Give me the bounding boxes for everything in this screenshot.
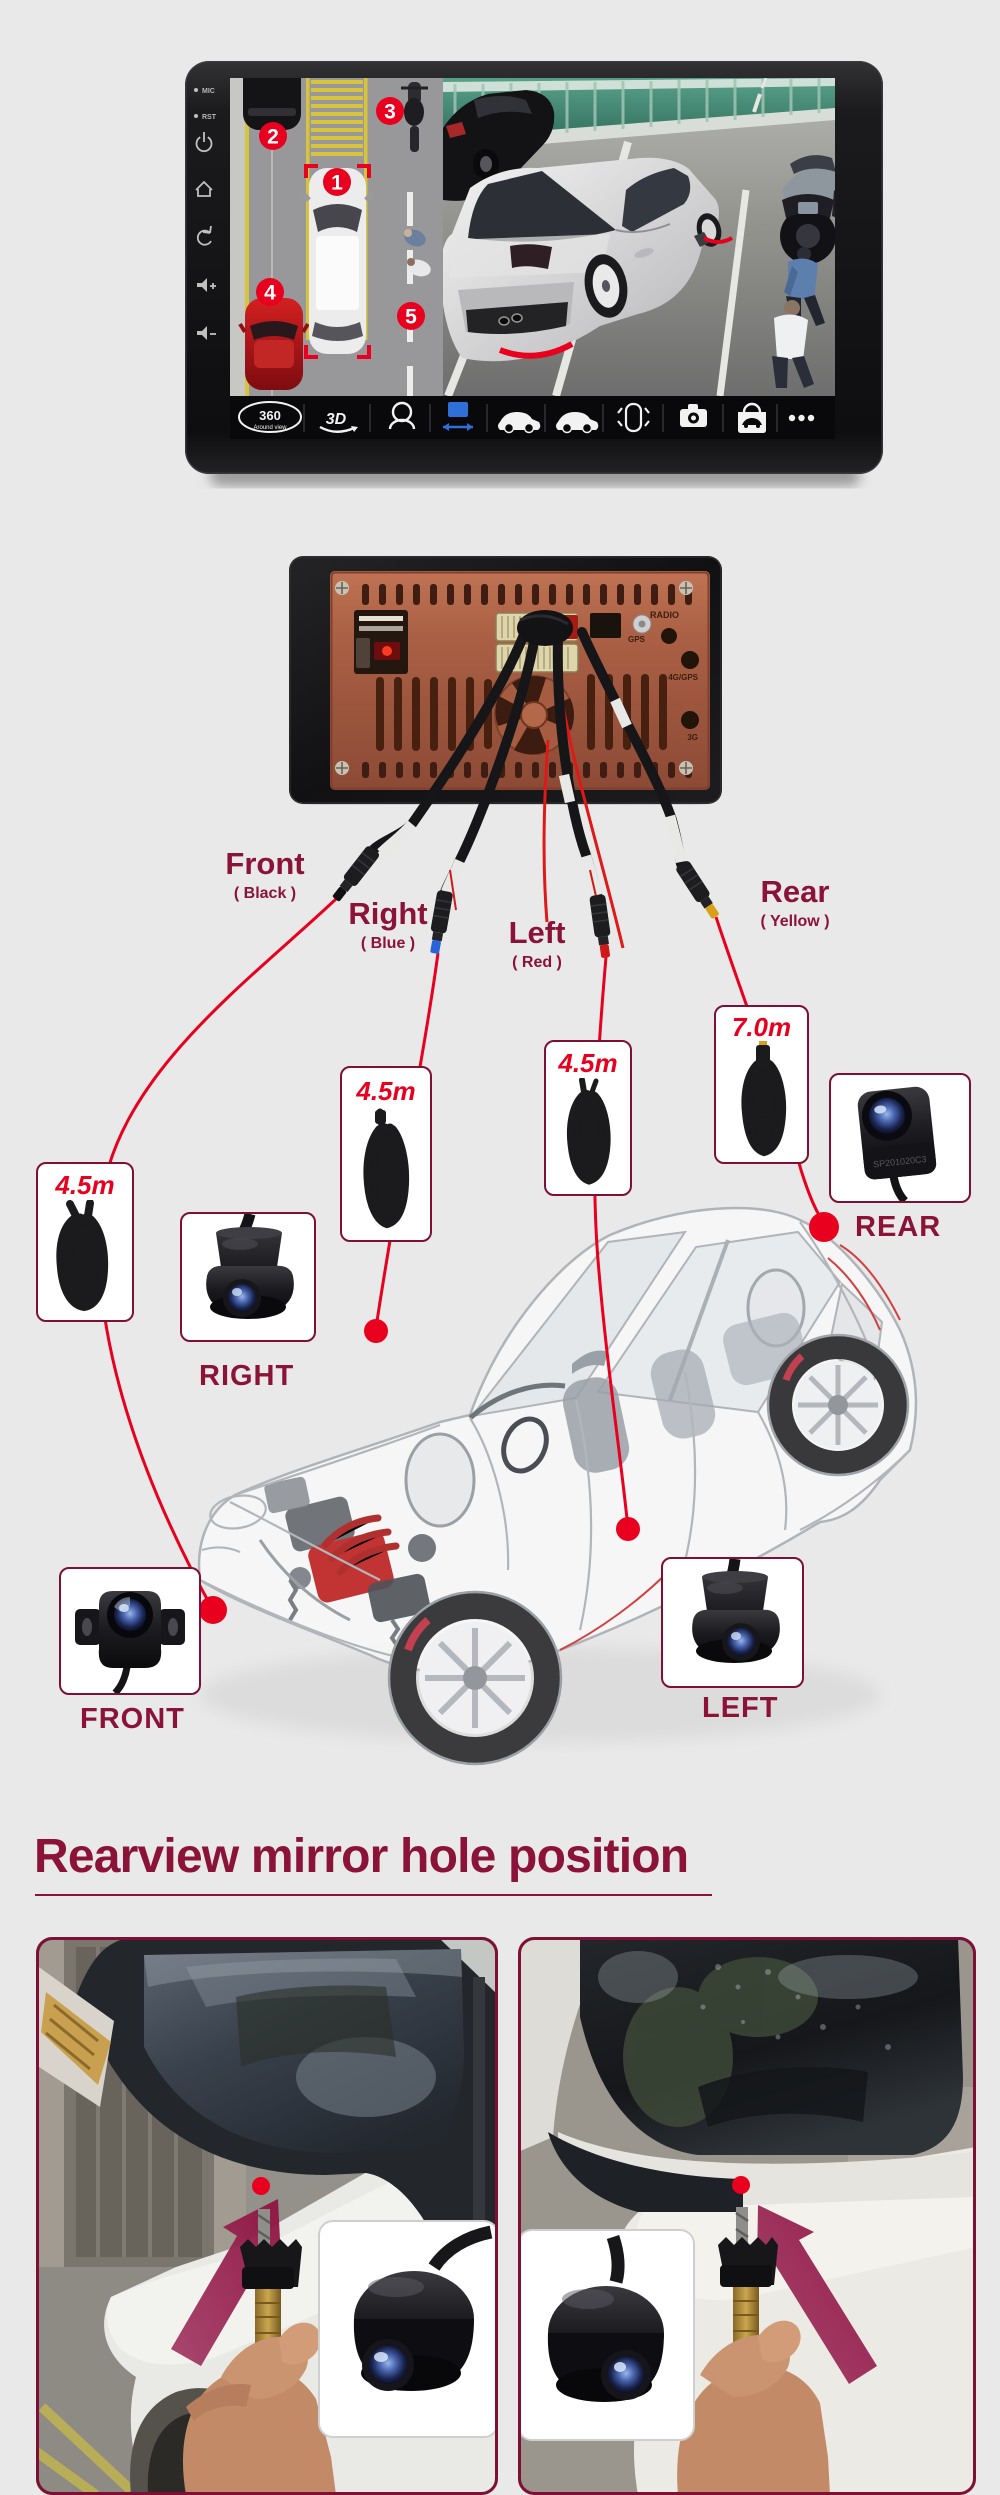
svg-text:3D: 3D — [326, 411, 347, 428]
svg-text:2: 2 — [267, 126, 279, 149]
svg-text:GPS: GPS — [628, 635, 646, 644]
svg-text:Around view: Around view — [253, 425, 287, 431]
svg-text:3: 3 — [384, 101, 396, 124]
svg-text:4G/GPS: 4G/GPS — [668, 673, 698, 682]
svg-text:5: 5 — [405, 306, 417, 329]
svg-text:1: 1 — [331, 172, 343, 195]
svg-text:4: 4 — [264, 282, 276, 305]
svg-text:3G: 3G — [687, 733, 698, 742]
svg-text:MIC: MIC — [202, 88, 215, 95]
svg-text:360: 360 — [259, 408, 281, 423]
svg-text:RADIO: RADIO — [650, 610, 679, 620]
svg-text:RST: RST — [202, 114, 217, 121]
